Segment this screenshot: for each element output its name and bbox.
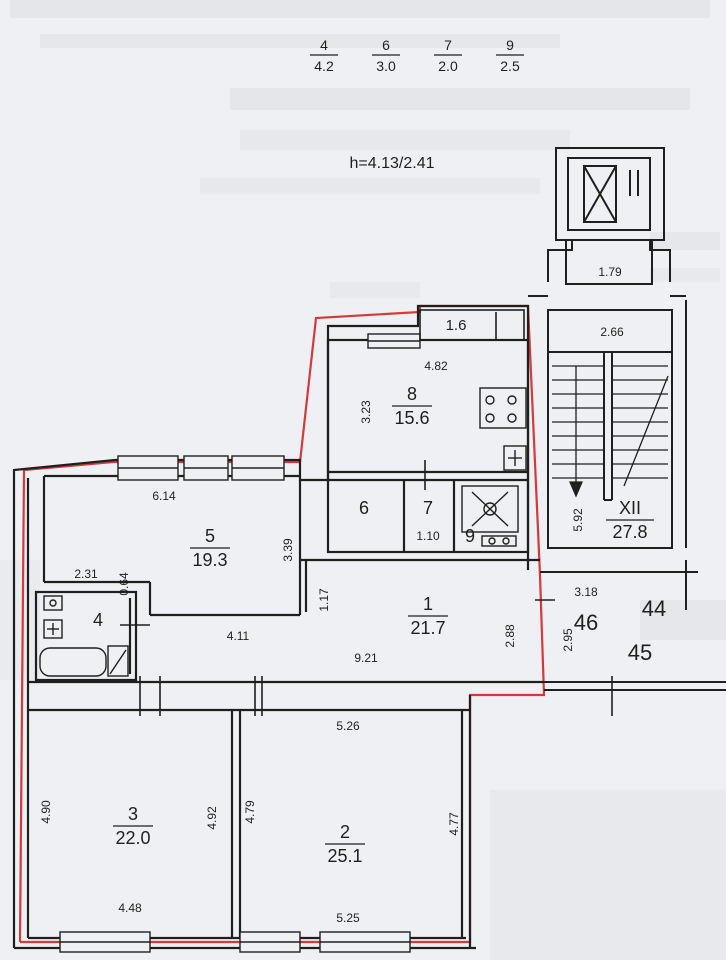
room-labels: 1 21.7 2 25.1 3 22.0 4 5 19.3 6 7 8 15.6… (93, 384, 654, 866)
svg-text:6: 6 (382, 37, 390, 53)
kitchen-stove-icon (479, 387, 527, 429)
svg-text:4.48: 4.48 (118, 901, 142, 915)
room-2-label: 2 25.1 (325, 822, 365, 866)
svg-text:4.2: 4.2 (314, 58, 334, 74)
svg-text:3: 3 (128, 804, 138, 824)
svg-text:4.11: 4.11 (227, 629, 250, 643)
svg-text:1: 1 (423, 594, 433, 614)
svg-text:2: 2 (340, 822, 350, 842)
svg-text:3.23: 3.23 (359, 400, 373, 424)
svg-text:5.25: 5.25 (336, 911, 360, 925)
room-8-label: 8 15.6 (392, 384, 432, 428)
svg-text:25.1: 25.1 (327, 846, 362, 866)
svg-text:2.31: 2.31 (74, 567, 98, 581)
toilet-icon (43, 595, 63, 639)
balcony (419, 309, 525, 341)
svg-text:3.18: 3.18 (574, 585, 598, 599)
fraction-3: 7 2.0 (434, 37, 462, 74)
room-9-label: 9 (465, 526, 475, 546)
svg-text:3.39: 3.39 (281, 538, 295, 562)
svg-text:1.10: 1.10 (416, 529, 440, 543)
gas-boiler-icon (461, 485, 519, 547)
svg-text:8: 8 (407, 384, 417, 404)
svg-text:22.0: 22.0 (115, 828, 150, 848)
ceiling-height-label: h=4.13/2.41 (350, 155, 435, 172)
fraction-4: 9 2.5 (496, 37, 524, 74)
stairwell (528, 147, 726, 691)
svg-text:15.6: 15.6 (394, 408, 429, 428)
stair-treads (552, 365, 669, 498)
kitchen-sink-icon (503, 445, 527, 471)
fraction-1: 4 4.2 (310, 37, 338, 74)
svg-text:4.92: 4.92 (205, 806, 219, 830)
svg-text:2.88: 2.88 (503, 624, 517, 648)
room-4-label: 4 (93, 610, 103, 630)
room-6-label: 6 (359, 498, 369, 518)
fraction-2: 6 3.0 (372, 37, 400, 74)
svg-text:2.0: 2.0 (438, 58, 458, 74)
svg-text:46: 46 (574, 610, 598, 635)
svg-text:5.26: 5.26 (336, 719, 360, 733)
svg-text:44: 44 (642, 596, 666, 621)
room-XII-label: XII 27.8 (606, 498, 654, 542)
svg-text:9: 9 (506, 37, 514, 53)
svg-text:9.21: 9.21 (354, 651, 378, 665)
svg-text:1.79: 1.79 (598, 265, 622, 279)
windows (59, 333, 421, 953)
svg-text:2.5: 2.5 (500, 58, 520, 74)
svg-text:5: 5 (205, 526, 215, 546)
svg-text:2.66: 2.66 (600, 325, 624, 339)
svg-text:1.17: 1.17 (317, 588, 331, 612)
svg-text:4: 4 (320, 37, 328, 53)
svg-text:4.77: 4.77 (447, 812, 461, 836)
svg-text:4.79: 4.79 (243, 800, 257, 824)
svg-text:XII: XII (619, 498, 641, 518)
room-1-label: 1 21.7 (408, 594, 448, 638)
svg-text:6.14: 6.14 (152, 489, 176, 503)
svg-text:2.95: 2.95 (561, 628, 575, 652)
svg-text:27.8: 27.8 (612, 522, 647, 542)
room-3-label: 3 22.0 (113, 804, 153, 848)
svg-text:1.6: 1.6 (446, 317, 467, 334)
svg-text:7: 7 (444, 37, 452, 53)
room-5-label: 5 19.3 (190, 526, 230, 570)
adjacent-unit-numbers: 46 44 45 (574, 596, 666, 665)
dimension-labels: 1.6 4.82 3.23 1.10 6.14 3.39 2.31 0.64 1… (39, 265, 624, 925)
bathtub-icon (39, 645, 129, 677)
room-fraction-legend: 4 4.2 6 3.0 7 2.0 9 2.5 (310, 37, 524, 74)
svg-text:21.7: 21.7 (410, 618, 445, 638)
svg-text:3.0: 3.0 (376, 58, 396, 74)
svg-text:19.3: 19.3 (192, 550, 227, 570)
svg-text:45: 45 (628, 640, 652, 665)
svg-text:4.90: 4.90 (39, 800, 53, 824)
svg-text:5.92: 5.92 (571, 508, 585, 532)
room-7-label: 7 (423, 498, 433, 518)
svg-text:0.64: 0.64 (117, 572, 131, 596)
svg-text:4.82: 4.82 (424, 359, 448, 373)
